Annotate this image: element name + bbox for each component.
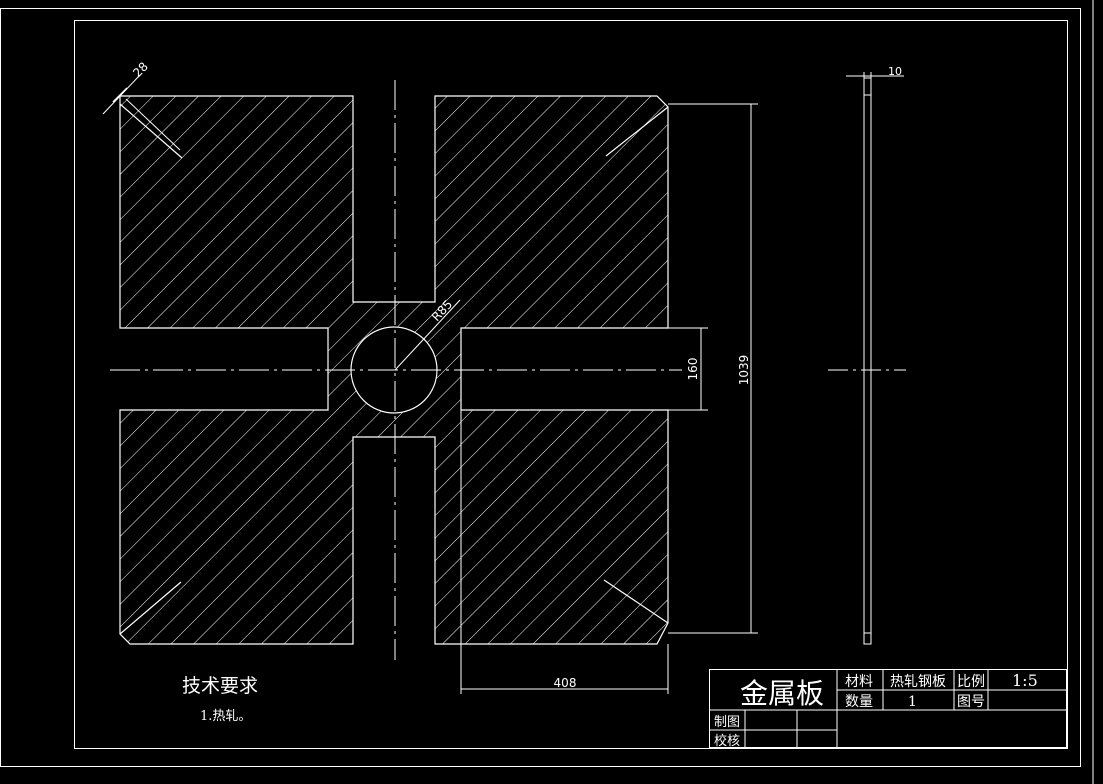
side-view-body — [863, 77, 872, 645]
title-block: 金属板 材料 热轧钢板 比例 1:5 数量 1 图号 制图 校核 — [709, 669, 1067, 749]
quantity-label: 数量 — [845, 694, 873, 710]
chamfer-mark-bl — [119, 581, 182, 635]
part-name: 金属板 — [740, 677, 824, 710]
dimension-overall-height: 1039 — [668, 103, 758, 634]
drawn-by-label: 制图 — [714, 715, 740, 730]
material-label: 材料 — [845, 674, 873, 690]
dim-thickness-text: 10 — [888, 65, 902, 78]
dim-slot-width-text: 160 — [686, 358, 700, 381]
dim-chamfer-text: 28 — [130, 59, 151, 80]
plate-front-view — [110, 80, 682, 660]
drawing-no-label: 图号 — [957, 694, 985, 710]
notes-heading: 技术要求 — [182, 675, 258, 697]
material-value: 热轧钢板 — [890, 674, 946, 690]
notes-item-1: 1.热轧。 — [200, 709, 251, 724]
inner-border — [74, 20, 1068, 749]
plate-side-view: 10 — [828, 65, 906, 645]
scale-label: 比例 — [957, 674, 985, 690]
dimension-slot-width: 160 — [668, 327, 708, 411]
dim-overall-height-text: 1039 — [737, 355, 751, 386]
chamfer-mark-tl — [119, 103, 183, 159]
checked-by-label: 校核 — [714, 733, 740, 749]
dim-bottom-width-text: 408 — [554, 676, 577, 690]
chamfer-mark-tl-2 — [125, 98, 181, 151]
quantity-value: 1 — [908, 694, 917, 710]
outer-border — [0, 8, 1081, 767]
scale-value: 1:5 — [1012, 671, 1038, 690]
chamfer-mark-tr — [605, 106, 669, 157]
dimension-bottom-width: 408 — [460, 410, 669, 694]
chamfer-mark-br — [603, 579, 669, 624]
